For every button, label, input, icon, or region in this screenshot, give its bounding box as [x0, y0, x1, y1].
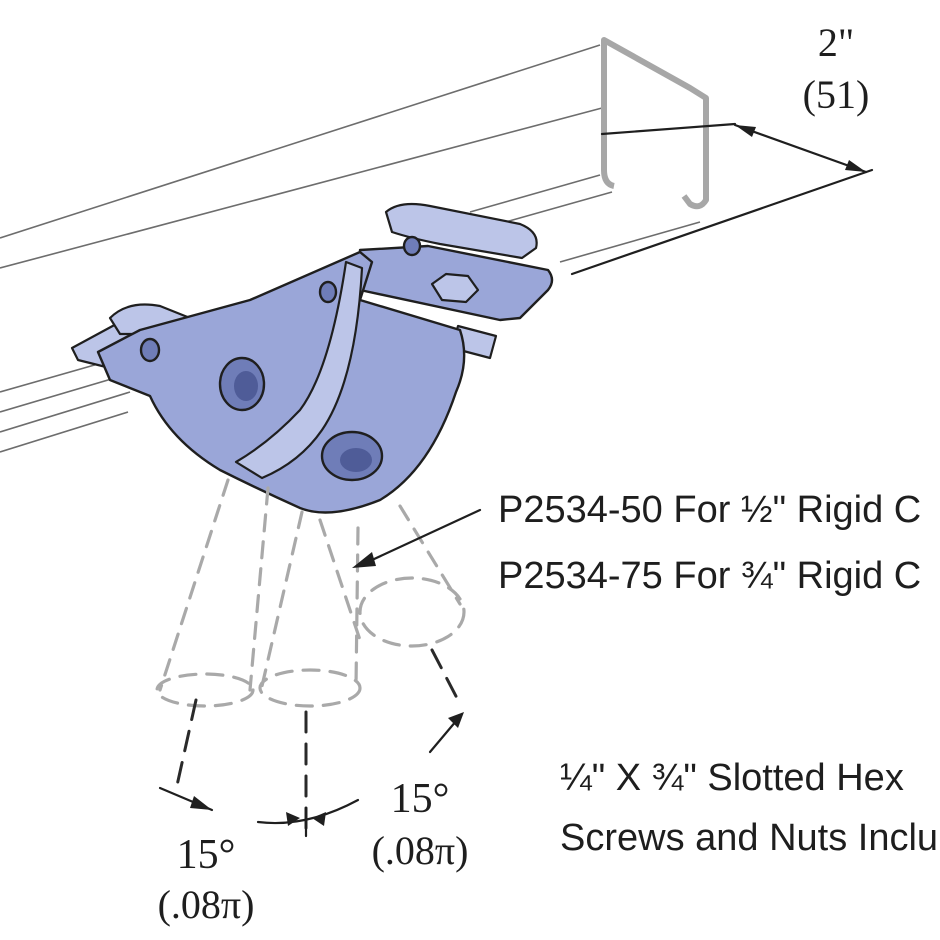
hardware-note-line2: Screws and Nuts Inclu	[560, 817, 938, 859]
rivet-right	[402, 235, 422, 257]
width-dimension: 2" (51)	[570, 20, 874, 276]
dimension-arrow-right	[845, 160, 866, 172]
angle-right-degrees: 15°	[391, 776, 450, 822]
hardware-note: ¼" X ¾" Slotted Hex Screws and Nuts Incl…	[560, 757, 938, 859]
rivet-left	[139, 337, 161, 363]
swing-angle-indicator: 15° (.08π) 15° (.08π)	[158, 712, 469, 927]
channel-end-profile	[601, 37, 709, 210]
rivet-top	[318, 280, 338, 304]
arc-tick-right	[312, 812, 326, 826]
part-number-half-inch: P2534-50 For ½" Rigid C	[498, 489, 921, 531]
part-leader-arrow	[352, 552, 376, 568]
angle-right-radians: (.08π)	[372, 828, 469, 873]
pivot-hole-inner	[234, 371, 258, 401]
dimension-line	[733, 123, 868, 174]
clamp-assembly	[70, 202, 554, 514]
dimension-inches: 2"	[818, 20, 854, 65]
arc-tick-left	[286, 812, 300, 826]
part-number-three-quarter-inch: P2534-75 For ¾" Rigid C	[498, 555, 921, 597]
angle-left-radians: (.08π)	[158, 882, 255, 927]
angle-left-degrees: 15°	[177, 832, 236, 878]
arrow-right-head	[448, 712, 464, 728]
clamp-inner-plate	[234, 260, 364, 480]
part-callout: P2534-50 For ½" Rigid C P2534-75 For ¾" …	[352, 489, 921, 597]
arrow-left-head	[190, 796, 212, 810]
strut-channel	[0, 37, 709, 453]
dimension-arrow-left	[735, 125, 756, 137]
conduit-bore-inner	[340, 448, 372, 472]
hex-nut	[430, 272, 480, 304]
dimension-millimeters: (51)	[803, 72, 870, 117]
part-leader	[370, 508, 482, 562]
hardware-note-line1: ¼" X ¾" Slotted Hex	[560, 757, 904, 799]
